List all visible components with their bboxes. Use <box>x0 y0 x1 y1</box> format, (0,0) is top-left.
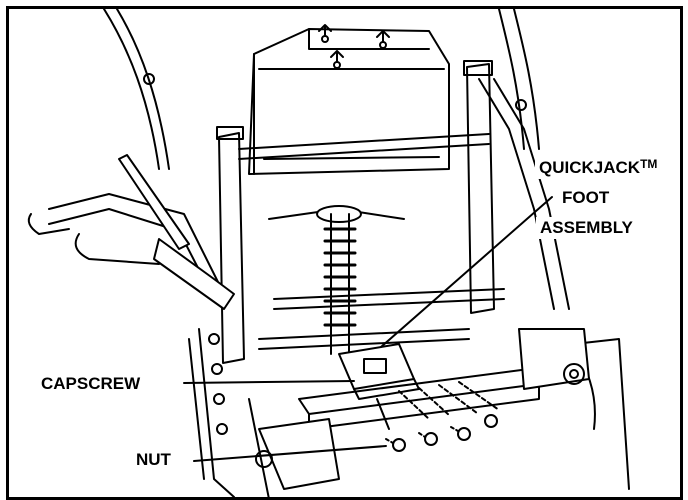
foot-assembly <box>338 343 420 400</box>
leader-capscrew <box>183 380 355 384</box>
capscrews <box>376 381 500 430</box>
plow-mount-illustration <box>27 9 630 497</box>
nut-label: NUT <box>132 449 175 471</box>
figure-frame: QUICKJACKTM FOOT ASSEMBLY CAPSCREW NUT <box>6 6 683 500</box>
left-upright <box>216 126 245 364</box>
capscrew-label: CAPSCREW <box>37 373 145 395</box>
assembly-label: ASSEMBLY <box>536 217 637 239</box>
right-blade-arc <box>498 9 525 150</box>
leader-nut <box>193 445 387 462</box>
nuts <box>385 414 498 452</box>
quickjack-label-tm: TM <box>640 157 658 171</box>
foot-label: FOOT <box>558 187 614 209</box>
quickjack-label-main: QUICKJACK <box>539 158 641 177</box>
right-upright <box>463 60 570 314</box>
left-blade-arc <box>103 9 160 170</box>
hydraulic-unit <box>248 24 450 175</box>
leader-quickjack <box>380 196 553 348</box>
lift-arm-left <box>27 154 235 310</box>
quickjack-label: QUICKJACKTM <box>535 157 662 179</box>
right-bracket <box>518 328 590 390</box>
left-bracket <box>188 328 340 497</box>
lower-frame <box>248 288 630 497</box>
quickjack-spring <box>268 205 405 355</box>
